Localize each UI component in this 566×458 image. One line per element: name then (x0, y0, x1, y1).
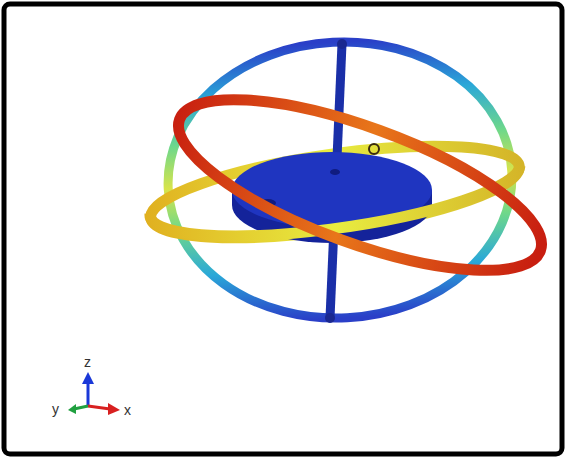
red-ring (160, 65, 561, 305)
axis-label: x (124, 403, 131, 417)
x-axis-head (108, 403, 120, 415)
pivot (369, 144, 379, 154)
y-axis-arrow (74, 406, 88, 409)
axis-label: y (52, 402, 59, 416)
z-axis-arrow (87, 382, 90, 406)
z-axis-head (82, 372, 94, 384)
x-axis-arrow (88, 406, 110, 409)
disc-hole (330, 169, 340, 175)
axis-label: z (84, 355, 91, 369)
frame-border (4, 4, 562, 454)
pivot (325, 313, 335, 323)
y-axis-head (68, 404, 76, 414)
pivot (337, 39, 347, 49)
yellow-ring-front (150, 166, 520, 236)
